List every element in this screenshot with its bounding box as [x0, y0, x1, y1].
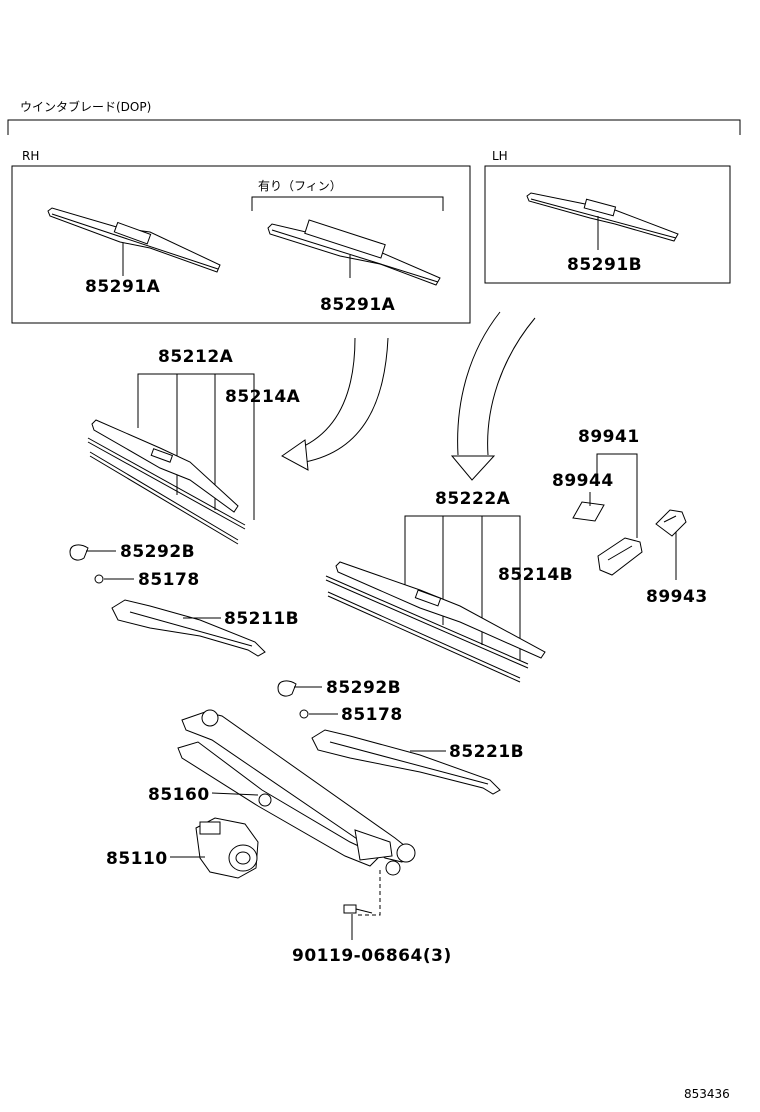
- rh-label: RH: [22, 149, 39, 163]
- arrow-lh: [450, 311, 536, 481]
- wiper-blade-85212A: [87, 419, 246, 545]
- arrow-rh: [281, 337, 389, 471]
- cap-85292B-2: [277, 680, 297, 697]
- part-label-85110: 85110: [106, 849, 168, 869]
- leader-85160: [211, 792, 259, 796]
- header-bracket: [7, 119, 741, 135]
- pad-89944: [572, 501, 605, 522]
- cap-85292B-1: [69, 544, 89, 561]
- fin-bracket: [251, 196, 444, 211]
- part-label-89944: 89944: [552, 471, 614, 491]
- part-label-85291B: 85291B: [567, 255, 642, 275]
- part-label-85292B-1: 85292B: [120, 542, 195, 562]
- bolt-90119: [343, 904, 373, 914]
- part-label-85222A: 85222A: [435, 489, 511, 509]
- wiper-link-85160: [177, 709, 416, 876]
- part-label-85291A-2: 85291A: [320, 295, 396, 315]
- bracket-89941: [596, 453, 638, 538]
- part-label-85291A-1: 85291A: [85, 277, 161, 297]
- part-label-90119: 90119-06864(3): [292, 946, 452, 966]
- wiper-blade-rh-1: [47, 207, 221, 273]
- diagram-id: 853436: [684, 1087, 730, 1101]
- bracket-85212A: [137, 373, 255, 520]
- lh-label: LH: [492, 149, 508, 163]
- nut-85178-2: [299, 709, 309, 719]
- part-label-85178-2: 85178: [341, 705, 403, 725]
- part-label-85292B-2: 85292B: [326, 678, 401, 698]
- nut-85178-1: [94, 574, 104, 584]
- wiper-arm-85221B: [311, 729, 501, 795]
- part-label-85212A: 85212A: [158, 347, 234, 367]
- bracket-85222A: [404, 515, 521, 660]
- part-label-85214B: 85214B: [498, 565, 573, 585]
- part-label-89943: 89943: [646, 587, 708, 607]
- wiper-arm-85211B: [111, 599, 266, 657]
- part-label-89941: 89941: [578, 427, 640, 447]
- wiper-blade-rh-fin: [267, 219, 441, 286]
- wiper-blade-lh: [526, 192, 679, 242]
- part-label-85214A: 85214A: [225, 387, 301, 407]
- bolt-guide: [356, 870, 381, 916]
- cover-89941: [597, 537, 643, 576]
- rh-box: [11, 165, 471, 324]
- part-label-85211B: 85211B: [224, 609, 299, 629]
- lh-box: [484, 165, 731, 284]
- wiper-motor-85110: [195, 817, 259, 879]
- part-label-85221B: 85221B: [449, 742, 524, 762]
- wiper-blade-85222A: [325, 561, 546, 683]
- clip-89943: [655, 509, 687, 537]
- part-label-85160: 85160: [148, 785, 210, 805]
- part-label-85178-1: 85178: [138, 570, 200, 590]
- header-title: ウインタブレード(DOP): [20, 99, 151, 114]
- fin-note: 有り（フィン）: [258, 179, 342, 193]
